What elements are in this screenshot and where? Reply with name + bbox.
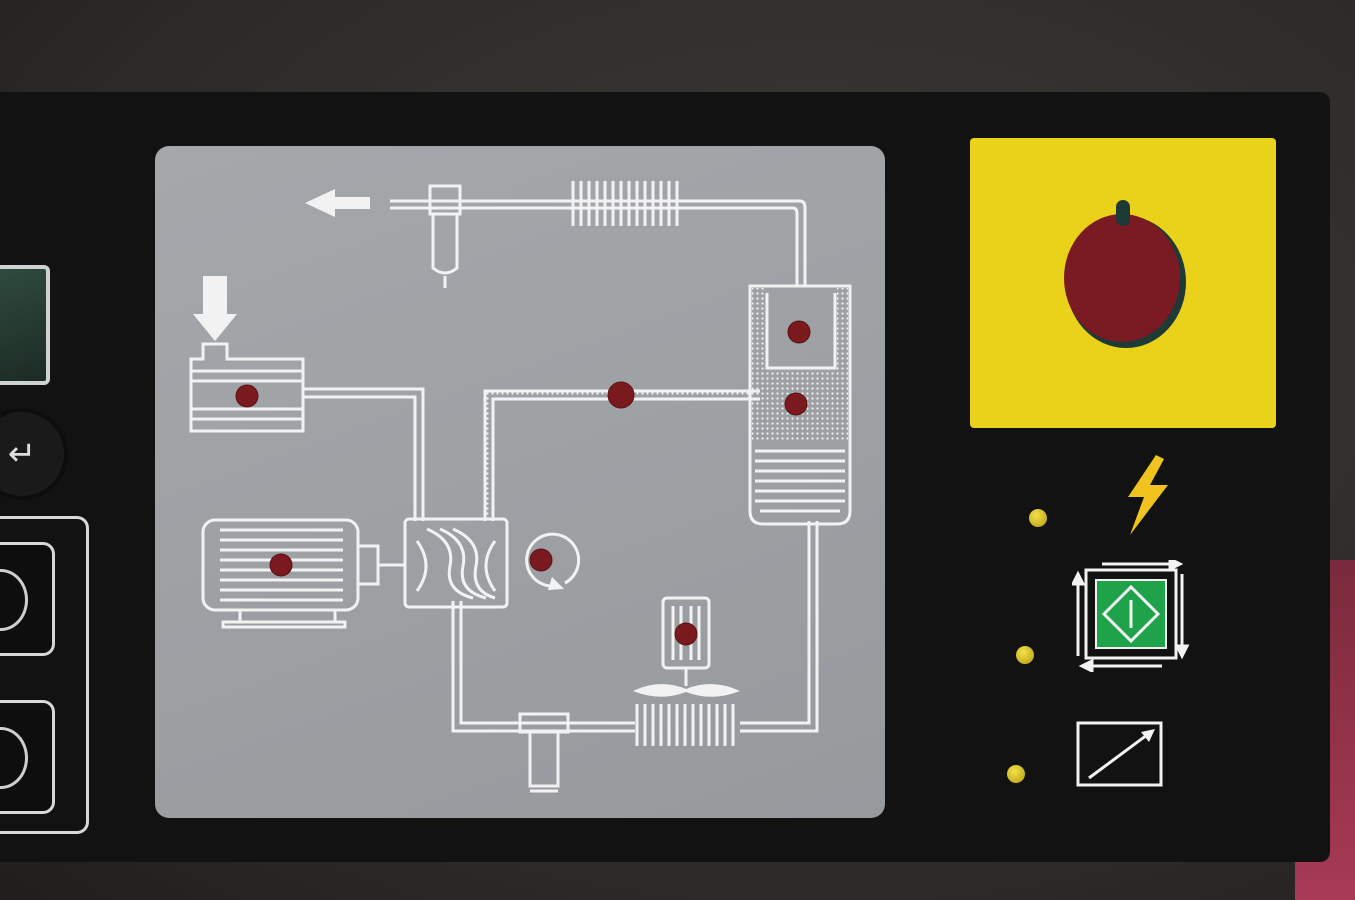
- running-led: [1016, 646, 1034, 664]
- keypad-button-lower-cap[interactable]: [0, 727, 28, 789]
- motor-icon: [201, 518, 405, 629]
- oil-cooler-pipe: [740, 521, 819, 733]
- lcd-display: [0, 265, 50, 385]
- inlet-pipe: [303, 387, 425, 521]
- separator-upper-indicator: [787, 320, 811, 344]
- emergency-stop-plate: [970, 138, 1276, 428]
- keypad-button-lower[interactable]: [0, 700, 55, 814]
- power-led: [1029, 509, 1047, 527]
- lightning-icon: [1128, 455, 1168, 535]
- rotation-icon: [525, 532, 581, 588]
- separator-lower-indicator: [784, 392, 808, 416]
- outlet-arrow-icon: [305, 189, 370, 217]
- keypad-button-upper-cap[interactable]: [0, 569, 28, 631]
- fan-blade-icon: [633, 683, 740, 697]
- oil-separator-icon: [748, 284, 852, 526]
- outlet-pipe: [390, 199, 807, 286]
- outlet-pipe-inner: [390, 206, 799, 286]
- inlet-valve-icon: [189, 342, 305, 433]
- oil-cooler-icon: [635, 704, 735, 746]
- air-inlet-indicator: [235, 384, 259, 408]
- discharge-pipe-inner: [491, 397, 760, 521]
- inlet-arrow-icon: [193, 276, 237, 341]
- oil-filter-icon: [518, 712, 570, 793]
- separator-oil-level: [755, 449, 845, 513]
- keypad-group: [0, 516, 89, 834]
- oil-cooler-pipe-inner: [740, 521, 811, 725]
- rotation-arrowhead: [548, 577, 564, 590]
- oil-line-indicator: [607, 381, 635, 409]
- aftercooler-icon: [571, 181, 679, 226]
- cooler-fan-indicator: [674, 622, 698, 646]
- motor-indicator: [269, 553, 293, 577]
- enter-icon: ↵: [7, 434, 37, 474]
- separator-right-wall: [837, 288, 848, 383]
- separator-left-wall: [752, 288, 765, 383]
- emergency-stop-button[interactable]: [1058, 200, 1186, 348]
- diagram-svg: [189, 181, 852, 793]
- start-button[interactable]: [1072, 560, 1192, 672]
- load-led: [1007, 765, 1025, 783]
- compressor-process-diagram: [155, 146, 885, 818]
- inlet-pipe-inner: [303, 395, 417, 521]
- discharge-pipe: [483, 389, 760, 521]
- screw-compressor-icon: [403, 517, 509, 609]
- outlet-filter-icon: [428, 184, 462, 288]
- oil-return-pipe: [451, 601, 635, 733]
- keypad-button-upper[interactable]: [0, 542, 55, 656]
- oil-return-pipe-inner: [459, 601, 635, 725]
- discharge-flow: [486, 392, 760, 521]
- rotation-indicator: [529, 548, 553, 572]
- load-icon: [1076, 721, 1163, 787]
